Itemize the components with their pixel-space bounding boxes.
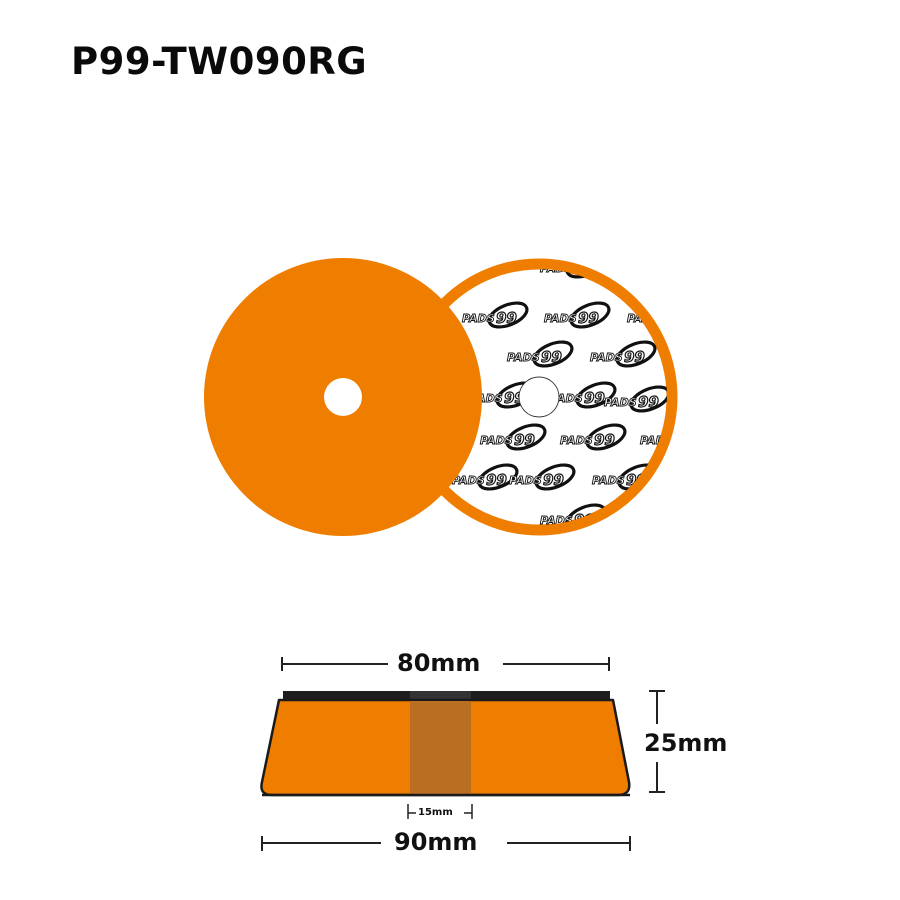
side-profile xyxy=(260,691,631,797)
height-label: 25mm xyxy=(644,729,728,757)
bottom-width-label: 90mm xyxy=(394,828,478,856)
product-code-title: P99-TW090RG xyxy=(71,40,368,83)
dimension-center-hole xyxy=(407,804,473,819)
dimension-height xyxy=(649,690,665,793)
dimension-bottom-width xyxy=(261,836,631,851)
back-center-hole xyxy=(518,376,560,418)
center-hole-stripe xyxy=(410,701,471,794)
front-center-hole xyxy=(324,378,362,416)
top-width-label: 80mm xyxy=(397,649,481,677)
center-hole-label: 15mm xyxy=(418,807,453,818)
backing-hole-section xyxy=(410,691,471,701)
front-face-disc xyxy=(204,258,482,536)
dimension-top-width xyxy=(281,657,610,671)
